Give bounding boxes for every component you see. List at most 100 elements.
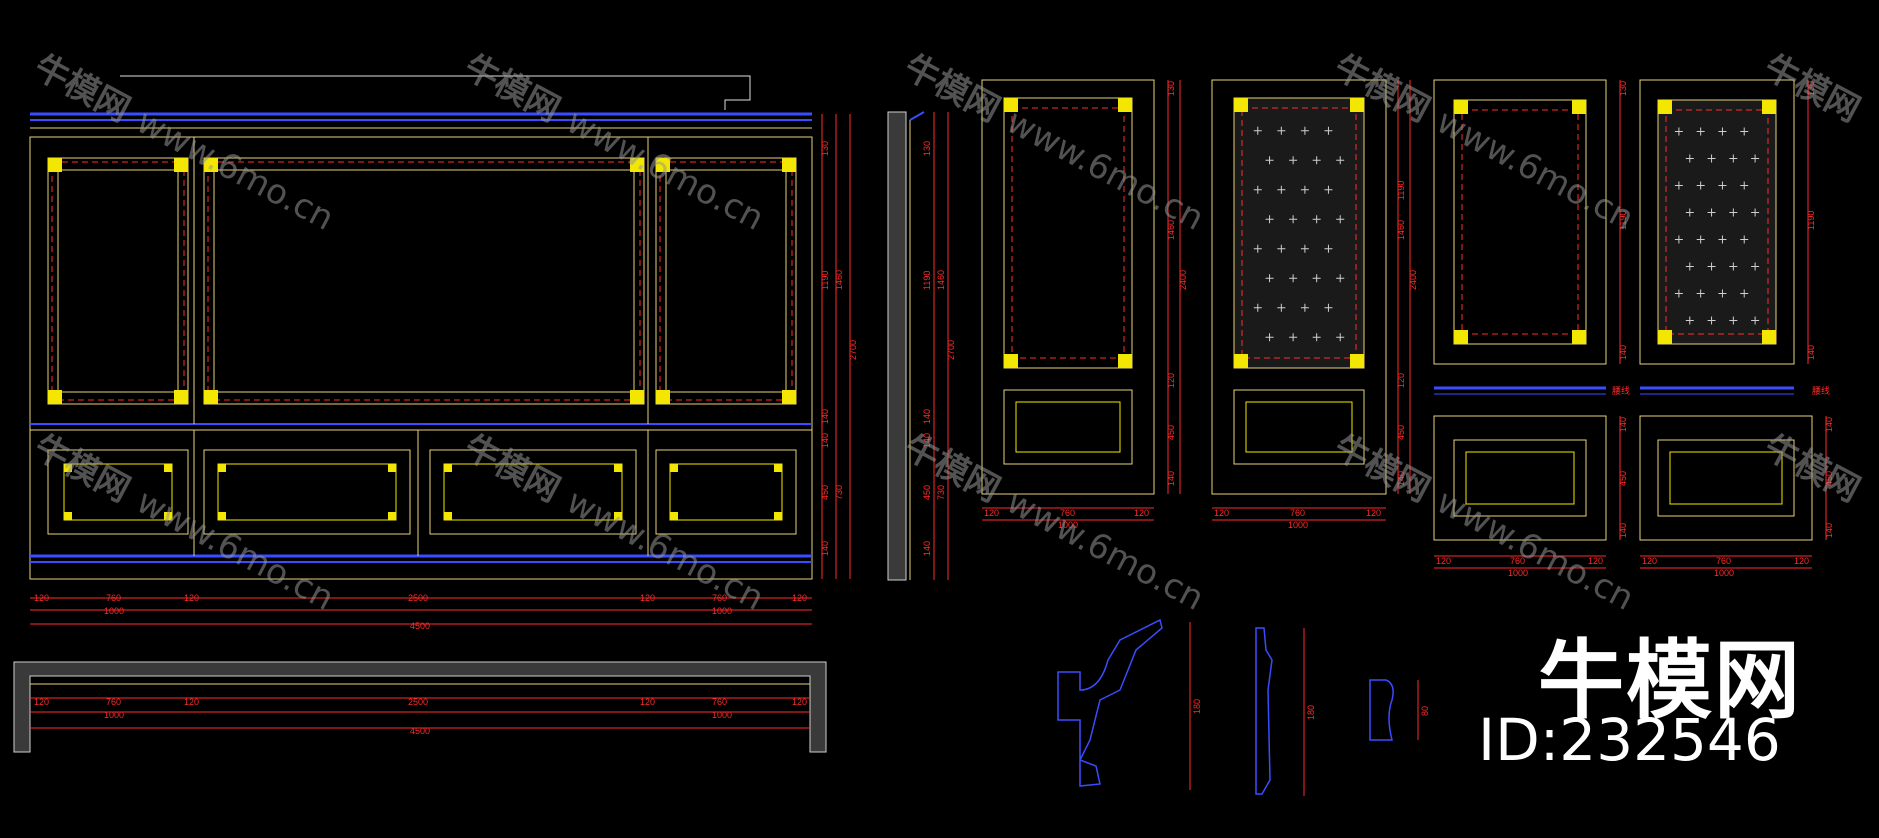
tuft-mark (1696, 127, 1705, 136)
svg-text:760: 760 (1716, 556, 1731, 566)
tuft-mark (1277, 126, 1286, 135)
tuft-mark (1253, 126, 1262, 135)
tuft-mark (1324, 126, 1333, 135)
svg-text:腰线: 腰线 (1612, 385, 1630, 396)
tuft-mark (1265, 333, 1274, 342)
tuft-mark (1751, 316, 1760, 325)
svg-text:180: 180 (1306, 705, 1316, 720)
svg-text:1190: 1190 (1806, 211, 1816, 230)
svg-text:120: 120 (1366, 508, 1381, 518)
svg-text:1000: 1000 (1288, 520, 1308, 530)
tuft-mark (1674, 235, 1683, 244)
tuft-mark (1718, 235, 1727, 244)
svg-text:120: 120 (640, 697, 655, 707)
tuft-mark (1312, 215, 1321, 224)
svg-text:1000: 1000 (712, 710, 732, 720)
tuft-mark (1312, 156, 1321, 165)
svg-text:1460: 1460 (936, 270, 946, 290)
tuft-mark (1707, 262, 1716, 271)
tuft-mark (1740, 127, 1749, 136)
svg-text:140: 140 (1166, 471, 1176, 486)
svg-text:120: 120 (184, 697, 199, 707)
svg-text:140: 140 (922, 433, 932, 448)
tuft-mark (1265, 274, 1274, 283)
lower-panel-1 (47, 449, 189, 535)
tuft-mark (1740, 235, 1749, 244)
svg-text:730: 730 (834, 485, 844, 500)
corner-ornaments (48, 158, 796, 520)
tuft-mark (1265, 215, 1274, 224)
svg-text:140: 140 (922, 541, 932, 556)
svg-text:760: 760 (106, 697, 121, 707)
tuft-mark (1696, 181, 1705, 190)
svg-text:140: 140 (820, 433, 830, 448)
tuft-mark (1289, 156, 1298, 165)
tuft-mark (1729, 208, 1738, 217)
tuft-mark (1729, 154, 1738, 163)
wall-outline (29, 136, 813, 580)
svg-text:4500: 4500 (410, 726, 430, 736)
dim-label: 120 (792, 593, 807, 603)
svg-text:140: 140 (1618, 345, 1628, 360)
tuft-mark (1729, 262, 1738, 271)
svg-text:130: 130 (1806, 81, 1816, 96)
tuft-mark (1674, 127, 1683, 136)
svg-text:1000: 1000 (104, 710, 124, 720)
svg-text:120: 120 (34, 697, 49, 707)
detail-door-a (981, 79, 1181, 521)
svg-text:120: 120 (1436, 556, 1451, 566)
svg-text:2500: 2500 (408, 697, 428, 707)
tuft-mark (1336, 333, 1345, 342)
detail-door-b (1211, 79, 1411, 521)
svg-text:1190: 1190 (1396, 181, 1406, 200)
svg-text:1460: 1460 (834, 270, 844, 290)
svg-text:120: 120 (792, 697, 807, 707)
tuft-mark (1685, 316, 1694, 325)
dim-label: 120 (34, 593, 49, 603)
dim-label: 120 (640, 593, 655, 603)
svg-text:130: 130 (1618, 81, 1628, 96)
small-profile (1369, 679, 1394, 741)
tuft-mark (1277, 303, 1286, 312)
tuft-mark (1674, 181, 1683, 190)
svg-text:450: 450 (1824, 471, 1834, 486)
tuft-mark (1277, 185, 1286, 194)
tuft-mark (1751, 154, 1760, 163)
svg-text:腰线: 腰线 (1812, 385, 1830, 396)
section-wall-hatch (887, 111, 907, 581)
profile-dims: 180 180 80 (1192, 699, 1430, 720)
svg-text:1460: 1460 (1166, 220, 1176, 240)
detail-panel-d (1639, 79, 1809, 395)
svg-text:140: 140 (1618, 523, 1628, 538)
svg-text:1000: 1000 (1058, 520, 1078, 530)
lower-panel-2 (203, 449, 411, 535)
elevation-dimensions (30, 114, 851, 625)
svg-text:2400: 2400 (1408, 270, 1418, 290)
svg-text:760: 760 (1060, 508, 1075, 518)
tufted-pattern (1674, 127, 1760, 325)
lower-cd-dims: 120 760 120 1000 140 450 140 120 760 120… (1436, 417, 1834, 578)
svg-text:730: 730 (936, 485, 946, 500)
door-a-dims: 120 760 120 1000 130 1460 2400 120 450 1… (984, 81, 1188, 530)
tuft-mark (1336, 156, 1345, 165)
tuft-mark (1324, 303, 1333, 312)
dim-label: 760 (712, 593, 727, 603)
tuft-mark (1253, 185, 1262, 194)
svg-text:760: 760 (1290, 508, 1305, 518)
upper-panel-left (47, 157, 189, 405)
svg-text:140: 140 (820, 541, 830, 556)
svg-text:120: 120 (1214, 508, 1229, 518)
tuft-mark (1336, 274, 1345, 283)
tuft-mark (1696, 289, 1705, 298)
svg-text:1190: 1190 (922, 271, 932, 290)
crown-profile (1057, 618, 1163, 787)
section-dim-text: 130 1190 1460 140 140 450 730 140 2700 (922, 141, 956, 556)
wall-elevation (29, 75, 851, 625)
profile-dim-lines (1189, 622, 1419, 796)
tuft-mark (1300, 303, 1309, 312)
tuft-mark (1300, 126, 1309, 135)
svg-text:130: 130 (922, 141, 932, 156)
tuft-mark (1324, 185, 1333, 194)
plan-dim-text: 120 760 120 2500 120 760 120 1000 1000 4… (34, 697, 807, 736)
